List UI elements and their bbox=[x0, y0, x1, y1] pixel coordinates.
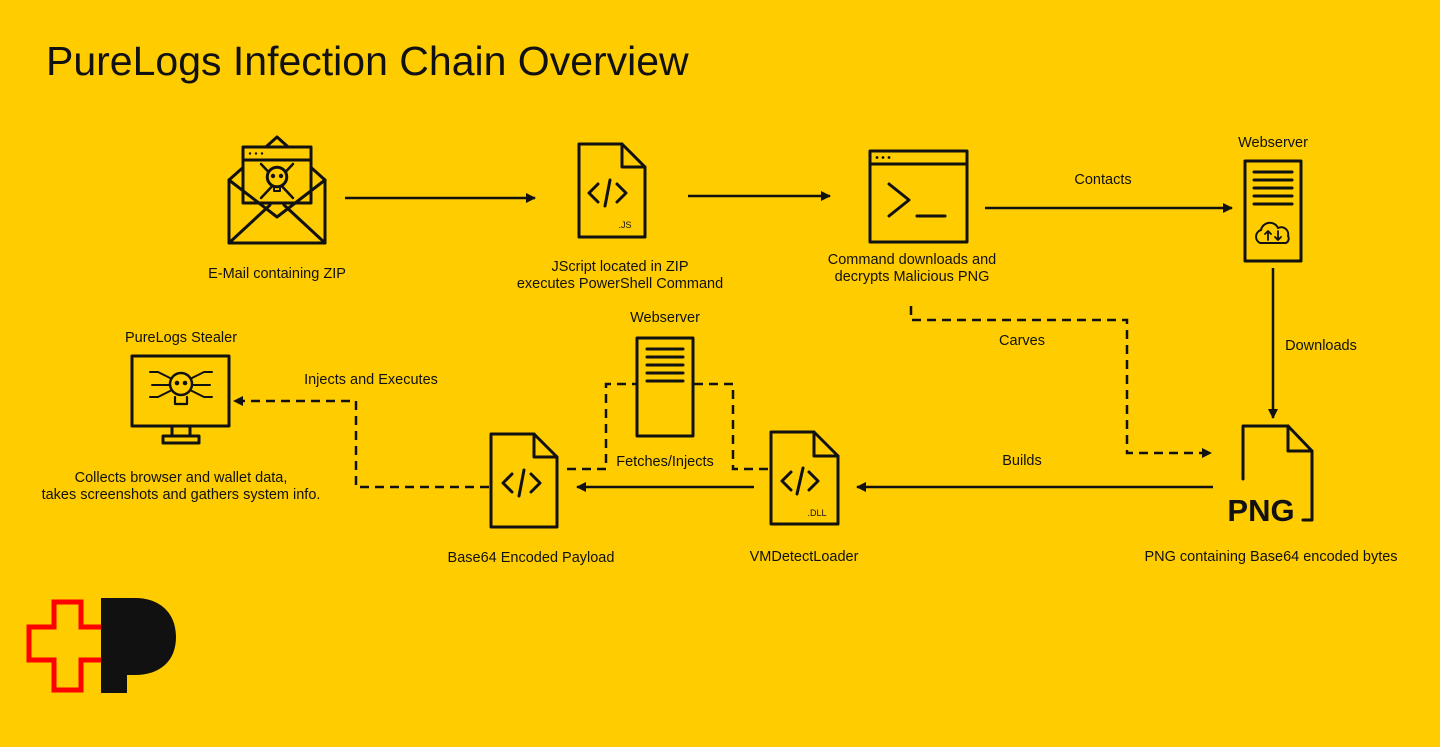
window-dot bbox=[875, 156, 879, 159]
edge-label-fetches-injects: Fetches/Injects bbox=[616, 454, 714, 470]
js-badge: .JS bbox=[618, 220, 631, 230]
js-file-icon bbox=[577, 142, 647, 239]
edge-label-injects-executes: Injects and Executes bbox=[304, 372, 438, 388]
edge-label-downloads: Downloads bbox=[1285, 338, 1357, 354]
code-file-icon bbox=[489, 432, 559, 529]
server-icon bbox=[635, 336, 695, 438]
webserver-mid-label: Webserver bbox=[630, 310, 700, 326]
skull-eye bbox=[182, 380, 188, 386]
jscript-caption: JScript located in ZIP executes PowerShe… bbox=[517, 259, 723, 293]
window-dot bbox=[881, 156, 885, 159]
cloud-server-icon bbox=[1243, 159, 1303, 263]
window-dot bbox=[887, 156, 891, 159]
stealer-caption: Collects browser and wallet data, takes … bbox=[42, 470, 321, 504]
edge-label-contacts: Contacts bbox=[1074, 172, 1132, 188]
swiss-post-logo bbox=[26, 598, 176, 693]
connector-fetches-injects bbox=[567, 382, 768, 471]
edge-label-builds: Builds bbox=[1002, 453, 1042, 469]
png-caption: PNG containing Base64 encoded bytes bbox=[1144, 549, 1398, 565]
dll-badge: .DLL bbox=[807, 508, 826, 518]
stealer-caption-line-2: takes screenshots and gathers system inf… bbox=[41, 487, 321, 503]
arrow-carves bbox=[909, 306, 1212, 458]
png-file-icon bbox=[1241, 424, 1314, 522]
page-title: PureLogs Infection Chain Overview bbox=[46, 38, 689, 84]
email-caption: E-Mail containing ZIP bbox=[208, 266, 346, 282]
png-badge: PNG bbox=[1227, 493, 1294, 528]
infected-monitor-icon bbox=[130, 354, 231, 445]
webserver-top-label: Webserver bbox=[1238, 135, 1308, 151]
malicious-email-icon bbox=[227, 135, 327, 245]
terminal-window-icon bbox=[868, 149, 969, 244]
command-caption-line-2: decrypts Malicious PNG bbox=[834, 269, 990, 285]
stealer-label: PureLogs Stealer bbox=[124, 330, 238, 346]
jscript-caption-line-1: JScript located in ZIP bbox=[551, 259, 689, 275]
jscript-caption-line-2: executes PowerShell Command bbox=[516, 276, 724, 292]
edge-label-carves: Carves bbox=[999, 333, 1045, 349]
skull-eye bbox=[174, 380, 180, 386]
payload-caption: Base64 Encoded Payload bbox=[447, 550, 615, 566]
command-caption-line-1: Command downloads and bbox=[827, 252, 997, 268]
dll-file-icon bbox=[769, 430, 840, 526]
arrow-injects-executes bbox=[233, 396, 489, 489]
command-caption: Command downloads and decrypts Malicious… bbox=[828, 252, 996, 286]
stealer-caption-line-1: Collects browser and wallet data, bbox=[74, 470, 288, 486]
loader-caption: VMDetectLoader bbox=[749, 549, 859, 565]
